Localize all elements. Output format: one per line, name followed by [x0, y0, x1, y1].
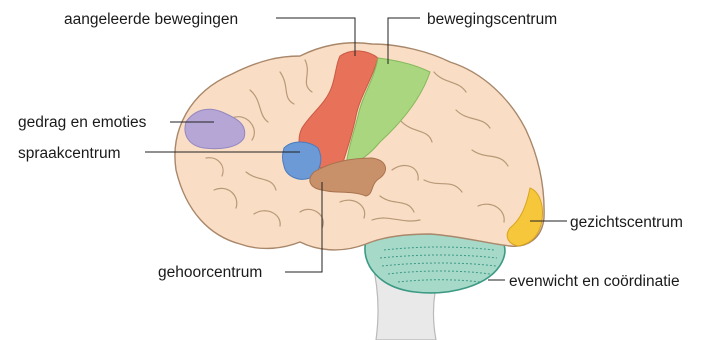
label-spraakcentrum: spraakcentrum — [18, 145, 121, 162]
label-gehoorcentrum: gehoorcentrum — [158, 264, 262, 281]
label-gezichtscentrum: gezichtscentrum — [570, 214, 683, 231]
label-aangeleerde-bewegingen: aangeleerde bewegingen — [64, 11, 238, 28]
label-bewegingscentrum: bewegingscentrum — [427, 11, 557, 28]
label-gedrag-en-emoties: gedrag en emoties — [18, 114, 147, 131]
label-evenwicht-en-coordinatie: evenwicht en coördinatie — [509, 273, 680, 290]
